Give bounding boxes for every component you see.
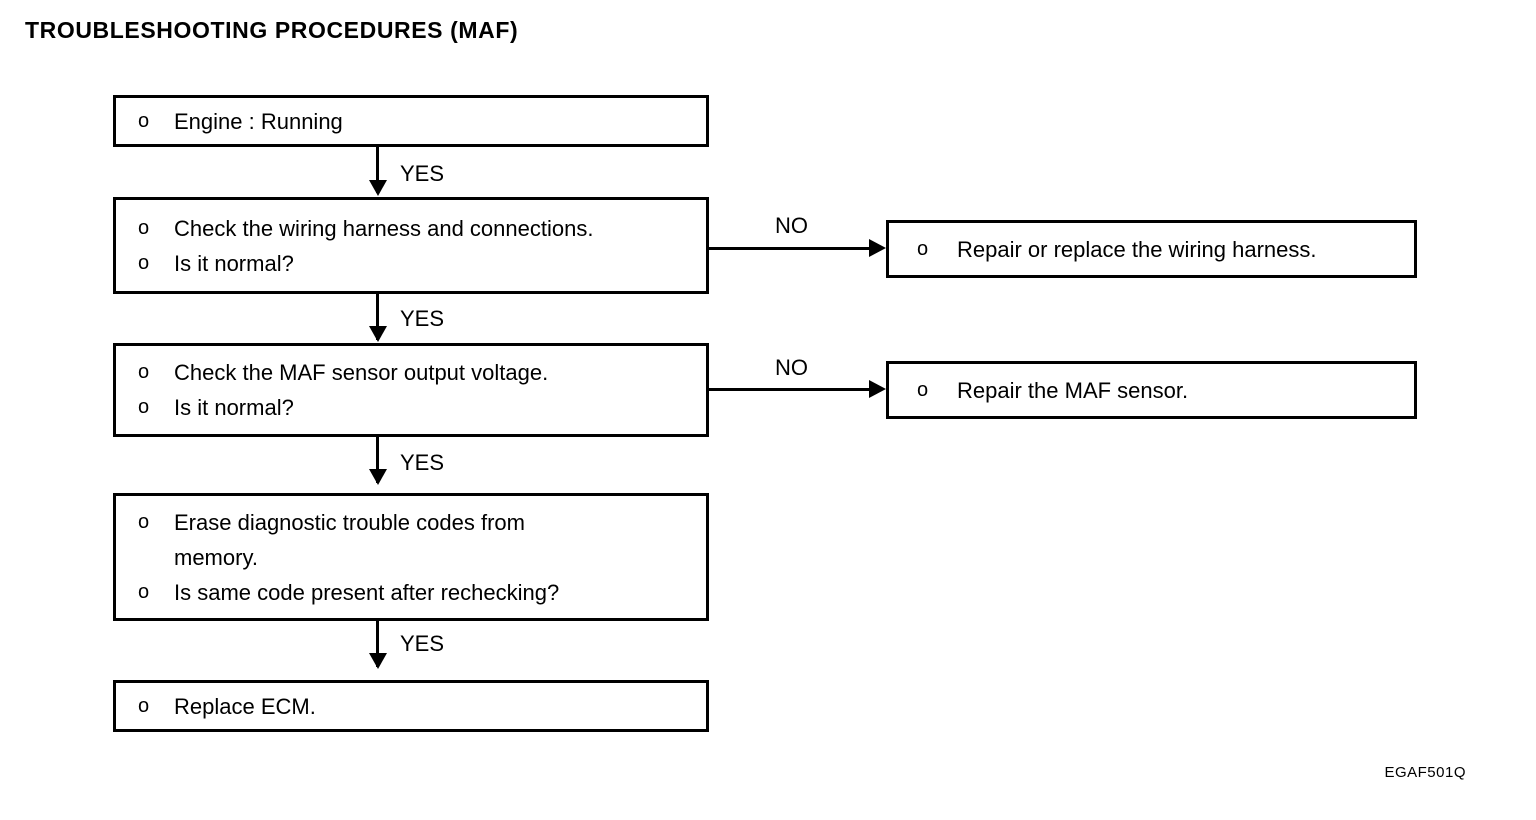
connector-no-2-line bbox=[709, 388, 873, 391]
node-content: o Check the wiring harness and connectio… bbox=[116, 200, 706, 291]
connector-yes-1-arrowhead bbox=[369, 180, 387, 196]
node-text: Replace ECM. bbox=[174, 693, 316, 719]
node-text: Check the MAF sensor output voltage. bbox=[174, 360, 549, 385]
node-text: Is it normal? bbox=[174, 250, 294, 276]
node-content: o Repair or replace the wiring harness. bbox=[889, 223, 1414, 275]
node-content: o Repair the MAF sensor. bbox=[889, 364, 1414, 416]
bullet-line: o Replace ECM. bbox=[116, 689, 706, 724]
node-text: Repair the MAF sensor. bbox=[957, 377, 1189, 403]
bullet-line: o Is same code present after rechecking? bbox=[116, 575, 706, 610]
bullet-marker-icon: o bbox=[917, 237, 929, 260]
bullet-line: o Repair the MAF sensor. bbox=[889, 373, 1414, 408]
node-text: Is same code present after rechecking? bbox=[174, 579, 560, 605]
bullet-line: o Engine : Running bbox=[116, 104, 706, 139]
flow-node-check-maf-output-voltage: o Check the MAF sensor output voltage. o… bbox=[113, 343, 709, 437]
node-text: Engine : Running bbox=[174, 108, 343, 134]
edge-label-no-2: NO bbox=[775, 355, 808, 380]
node-content: o Erase diagnostic trouble codes from me… bbox=[116, 496, 706, 618]
edge-label-yes-3: YES bbox=[400, 450, 445, 475]
connector-yes-4-arrowhead bbox=[369, 653, 387, 669]
bullet-line: o Repair or replace the wiring harness. bbox=[889, 232, 1414, 267]
reference-code: EGAF501Q bbox=[1384, 764, 1466, 781]
connector-yes-4-line bbox=[376, 621, 379, 667]
connector-no-1-line bbox=[709, 247, 873, 250]
edge-label-yes-4: YES bbox=[400, 631, 445, 656]
bullet-marker-icon: o bbox=[138, 251, 150, 274]
node-text: Check the wiring harness and connections… bbox=[174, 215, 594, 241]
flow-node-erase-diagnostic-codes: o Erase diagnostic trouble codes from me… bbox=[113, 493, 709, 621]
bullet-marker-icon: o bbox=[138, 580, 150, 603]
node-text: Repair or replace the wiring harness. bbox=[957, 236, 1317, 262]
edge-label-yes-1: YES bbox=[400, 161, 445, 186]
bullet-marker-icon: o bbox=[917, 378, 929, 401]
bullet-line: o Check the wiring harness and connectio… bbox=[116, 211, 706, 246]
node-content: o Engine : Running bbox=[116, 98, 706, 144]
connector-yes-3-arrowhead bbox=[369, 469, 387, 485]
bullet-line: o Is it normal? bbox=[116, 390, 706, 425]
connector-no-2-arrowhead bbox=[869, 380, 886, 398]
node-content: o Check the MAF sensor output voltage. o… bbox=[116, 346, 706, 434]
edge-label-no-1: NO bbox=[775, 213, 808, 238]
connector-yes-3-line bbox=[376, 437, 379, 483]
bullet-marker-icon: o bbox=[138, 510, 150, 533]
bullet-line: o Is it normal? bbox=[116, 246, 706, 281]
connector-yes-1-line bbox=[376, 147, 379, 193]
connector-yes-2-arrowhead bbox=[369, 326, 387, 342]
flow-node-engine-running: o Engine : Running bbox=[113, 95, 709, 147]
flow-outcome-repair-maf-sensor: o Repair the MAF sensor. bbox=[886, 361, 1417, 419]
edge-label-yes-2: YES bbox=[400, 306, 445, 331]
flow-node-replace-ecm: o Replace ECM. bbox=[113, 680, 709, 732]
connector-yes-2-line bbox=[376, 294, 379, 340]
bullet-line: o Erase diagnostic trouble codes from me… bbox=[116, 505, 706, 575]
node-content: o Replace ECM. bbox=[116, 683, 706, 729]
node-text: Erase diagnostic trouble codes from memo… bbox=[174, 509, 532, 570]
connector-no-1-arrowhead bbox=[869, 239, 886, 257]
bullet-marker-icon: o bbox=[138, 361, 150, 383]
flow-node-check-wiring-harness: o Check the wiring harness and connectio… bbox=[113, 197, 709, 294]
bullet-marker-icon: o bbox=[138, 216, 150, 239]
flow-outcome-repair-wiring-harness: o Repair or replace the wiring harness. bbox=[886, 220, 1417, 278]
node-text: Is it normal? bbox=[174, 395, 294, 420]
bullet-marker-icon: o bbox=[138, 396, 150, 418]
bullet-marker-icon: o bbox=[138, 694, 150, 717]
page-title: TROUBLESHOOTING PROCEDURES (MAF) bbox=[25, 17, 519, 43]
bullet-marker-icon: o bbox=[138, 109, 150, 132]
bullet-line: o Check the MAF sensor output voltage. bbox=[116, 355, 706, 390]
